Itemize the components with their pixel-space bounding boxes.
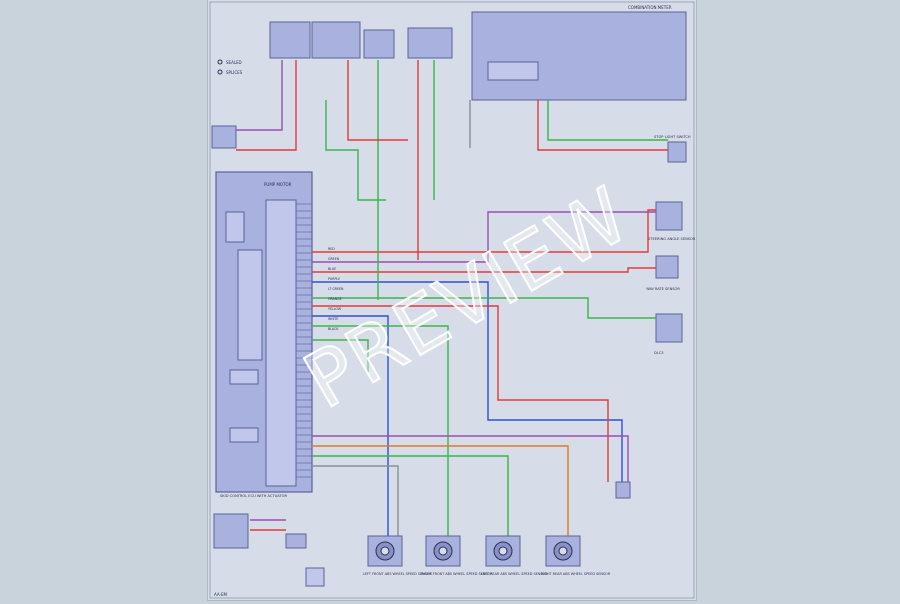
wire-label: ORANGE — [328, 297, 342, 301]
legend-sealed: SEALED — [226, 60, 242, 65]
wire-label: BLACK — [328, 327, 339, 331]
legend-sealed-icon — [217, 59, 223, 65]
side-component-label: STOP LIGHT SWITCH — [654, 135, 691, 139]
combination-meter-label: COMBINATION METER — [628, 5, 672, 10]
wheel-speed-sensors: LEFT FRONT ABS WHEEL SPEED SENSOR RIGHT … — [363, 535, 611, 576]
legend: SEALED SPLICES — [217, 59, 243, 75]
wire-purple — [312, 435, 629, 482]
pump-motor-label: PUMP MOTOR — [264, 182, 292, 187]
side-component-labels: STEERING ANGLE SENSOR YAW RATE SENSOR DL… — [646, 135, 696, 355]
wire-red — [312, 267, 656, 273]
side-comp-5 — [615, 481, 631, 499]
combination-meter-box — [471, 11, 687, 101]
left-switch-box — [211, 125, 237, 149]
legend-splices: SPLICES — [226, 70, 243, 75]
ecu-motor-1 — [229, 369, 259, 385]
wire-red — [312, 209, 656, 253]
bottom-left-switch — [305, 567, 325, 587]
wiring-diagram: COMBINATION METER SEALED SPLICES PUMP MO… — [209, 1, 696, 599]
ecu-motor-2 — [229, 427, 259, 443]
sensor-label: LEFT REAR ABS WHEEL SPEED SENSOR — [481, 572, 548, 576]
wire-purple — [312, 211, 656, 263]
side-component-label: STEERING ANGLE SENSOR — [648, 237, 696, 241]
wire-gray — [312, 465, 399, 540]
wire-label: LT GREEN — [328, 287, 344, 291]
wire-color-labels: RED GREEN BLUE PURPLE LT GREEN ORANGE YELLOW WH… — [328, 247, 344, 331]
wire-orange — [312, 445, 569, 540]
ecu-relay — [225, 211, 245, 243]
wiring-diagram-sheet: COMBINATION METER SEALED SPLICES PUMP MO… — [208, 0, 696, 600]
legend-splices-icon — [217, 69, 223, 75]
sensor-label: RIGHT REAR ABS WHEEL SPEED SENSOR — [541, 572, 611, 576]
wire-blue — [312, 281, 623, 482]
fuse-box-2 — [311, 21, 361, 59]
fuse-box-4 — [407, 27, 453, 59]
wire-label: YELLOW — [328, 307, 342, 311]
wire-green — [312, 325, 449, 540]
wheel-speed-sensor-lr: LEFT REAR ABS WHEEL SPEED SENSOR — [481, 535, 548, 576]
sheet-border — [209, 1, 695, 599]
wire-label: BLUE — [328, 267, 336, 271]
wire-label: PURPLE — [328, 277, 340, 281]
wire-red — [312, 305, 609, 482]
side-comp-1 — [655, 201, 683, 231]
side-comp-4 — [667, 141, 687, 163]
wire-green — [547, 100, 668, 141]
wire-blue — [312, 315, 389, 540]
wheel-speed-sensor-rf: RIGHT FRONT ABS WHEEL SPEED SENSOR — [421, 535, 493, 576]
ecu-solenoid-list — [237, 249, 263, 361]
wire-green — [312, 339, 369, 372]
skid-control-ecu — [215, 171, 313, 493]
wire-purple — [236, 60, 283, 131]
side-component-label: DLC3 — [654, 351, 664, 355]
wheel-speed-sensor-rr: RIGHT REAR ABS WHEEL SPEED SENSOR — [541, 535, 611, 576]
wire-label: GREEN — [328, 257, 340, 261]
side-comp-2 — [655, 255, 679, 279]
bottom-left-small-box — [285, 533, 307, 549]
meter-sub-box — [487, 61, 539, 81]
fuse-box-3 — [363, 29, 395, 59]
fuse-box-1 — [269, 21, 311, 59]
right-components — [615, 141, 687, 499]
bottom-left-box — [213, 513, 249, 549]
sensor-label: LEFT FRONT ABS WHEEL SPEED SENSOR — [363, 572, 433, 576]
wire-red — [236, 60, 297, 151]
sensor-label: RIGHT FRONT ABS WHEEL SPEED SENSOR — [421, 572, 493, 576]
top-component-row — [269, 11, 687, 101]
ecu-connector-strip — [265, 199, 297, 487]
skid-control-ecu-label: SKID CONTROL ECU WITH ACTUATOR — [220, 494, 287, 498]
wire-green — [312, 455, 509, 540]
wire-label: RED — [328, 247, 335, 251]
wheel-speed-sensor-lf: LEFT FRONT ABS WHEEL SPEED SENSOR — [363, 535, 433, 576]
wire-green — [325, 100, 386, 201]
wire-red — [347, 60, 408, 141]
side-comp-3 — [655, 313, 683, 343]
wire-label: WHITE — [328, 317, 338, 321]
wires — [236, 60, 668, 540]
wire-red — [537, 100, 668, 151]
footer-code: AA-EM — [214, 592, 227, 597]
wire-green — [312, 297, 656, 319]
side-component-label: YAW RATE SENSOR — [646, 287, 680, 291]
